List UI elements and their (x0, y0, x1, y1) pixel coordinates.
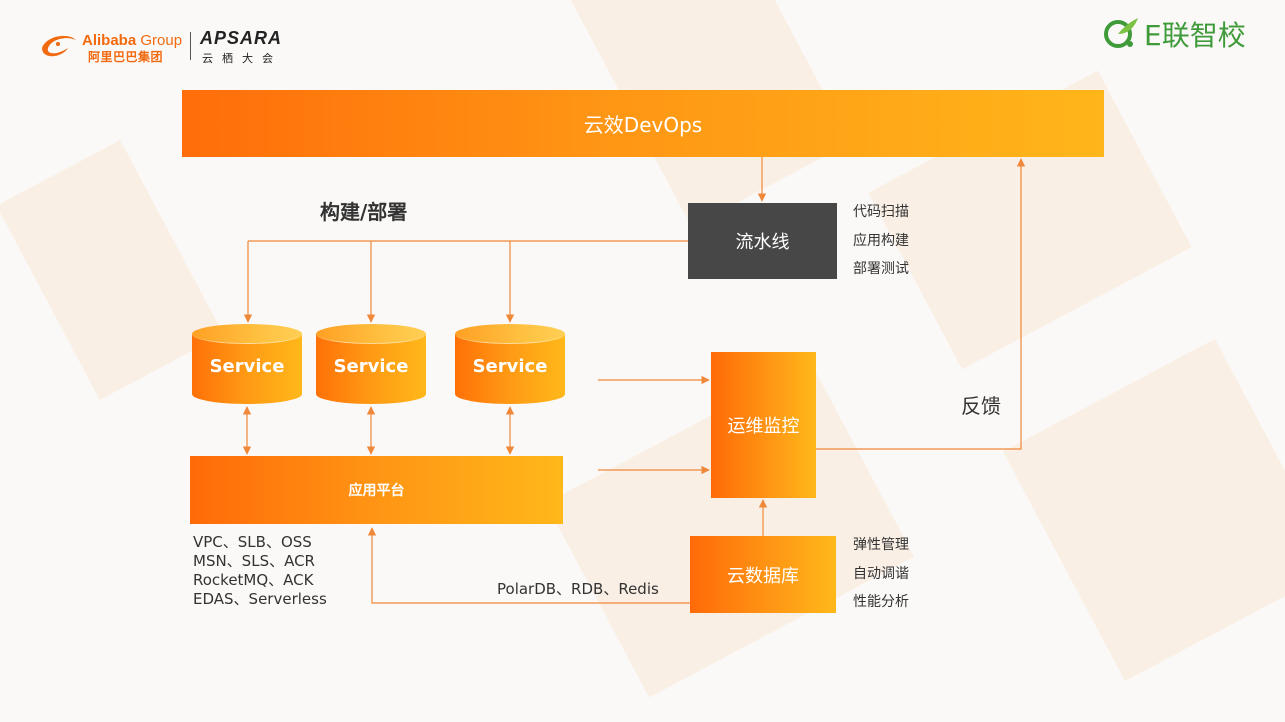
apsara-text: APSARA (200, 28, 283, 48)
build-deploy-title: 构建/部署 (320, 200, 408, 224)
alibaba-en-text: Alibaba (82, 32, 137, 49)
list-item: 自动调谐 (853, 565, 909, 582)
alibaba-group-logo: Alibaba Group 阿里巴巴集团 (38, 30, 188, 66)
elian-text: E联智校 (1144, 19, 1246, 52)
logo-divider (190, 32, 191, 60)
elian-leaf-icon (1104, 18, 1138, 48)
service-label: Service (472, 356, 548, 377)
apsara-cn-text: 云栖大会 (202, 52, 282, 65)
feedback-label: 反馈 (961, 394, 1001, 418)
list-item: 部署测试 (853, 261, 909, 277)
service-cylinder: Service (192, 324, 302, 404)
list-item: 代码扫描 (853, 204, 909, 220)
service-label: Service (333, 356, 409, 377)
service-cylinder: Service (316, 324, 426, 404)
list-item: EDAS、Serverless (193, 590, 327, 608)
ops-monitor-node: 运维监控 (711, 352, 816, 498)
platform-products: VPC、SLB、OSS MSN、SLS、ACR RocketMQ、ACK EDA… (193, 533, 327, 609)
app-platform-node: 应用平台 (190, 456, 563, 524)
list-item: 应用构建 (853, 232, 909, 249)
alibaba-group-text: Group (140, 32, 183, 49)
cloud-db-node: 云数据库 (690, 536, 836, 613)
alibaba-smile-icon (42, 35, 76, 57)
service-cylinder: Service (455, 324, 565, 404)
list-item: MSN、SLS、ACR (193, 552, 315, 570)
cloud-db-features: 弹性管理 自动调谐 性能分析 (853, 531, 909, 617)
list-item: 弹性管理 (853, 537, 909, 553)
database-products: PolarDB、RDB、Redis (497, 580, 659, 598)
list-item: RocketMQ、ACK (193, 571, 314, 589)
devops-banner: 云效DevOps (182, 90, 1104, 157)
service-label: Service (209, 356, 285, 377)
list-item: VPC、SLB、OSS (193, 533, 312, 551)
alibaba-cn-text: 阿里巴巴集团 (88, 50, 164, 64)
elian-logo: E联智校 (1100, 12, 1265, 52)
list-item: 性能分析 (853, 594, 909, 610)
pipeline-features: 代码扫描 应用构建 部署测试 (853, 198, 909, 284)
pipeline-node: 流水线 (688, 203, 837, 279)
apsara-logo: APSARA 云栖大会 (200, 28, 295, 66)
